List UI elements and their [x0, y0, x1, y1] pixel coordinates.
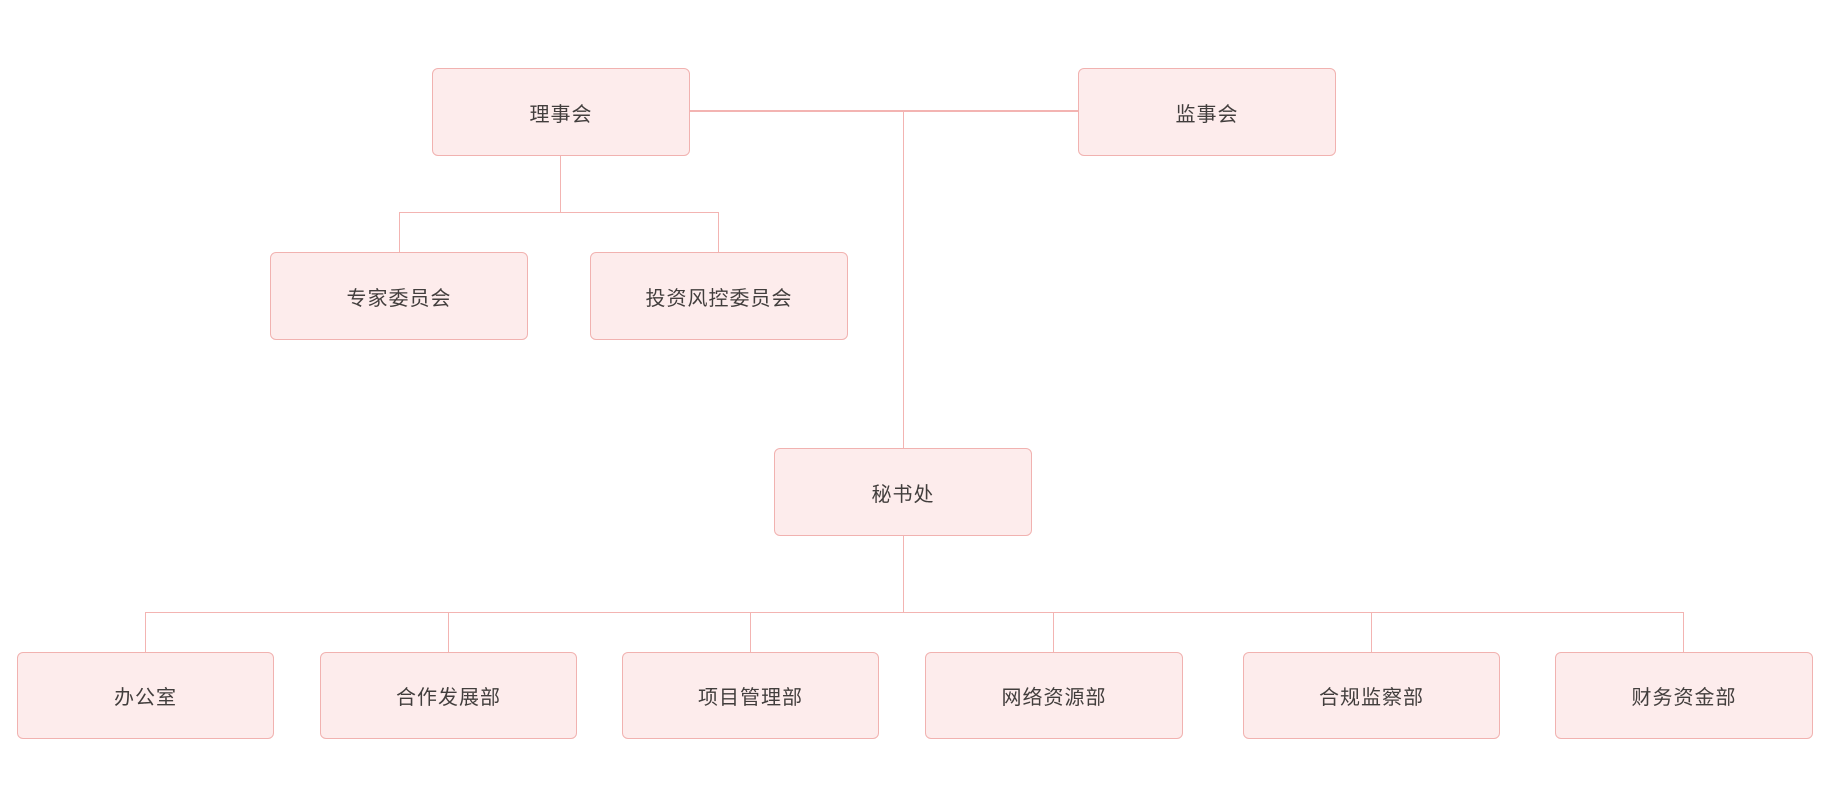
- node-investment-risk-control-committee-label: 投资风控委员会: [645, 287, 793, 310]
- node-network-resources-dept[interactable]: 网络资源部: [925, 652, 1183, 739]
- connector-drop-compliance-dept: [1371, 612, 1372, 652]
- node-cooperation-development-dept[interactable]: 合作发展部: [320, 652, 577, 739]
- connector-board-supervisory: [690, 110, 1078, 112]
- node-finance-funds-dept[interactable]: 财务资金部: [1555, 652, 1813, 739]
- node-secretariat[interactable]: 秘书处: [774, 448, 1032, 536]
- node-expert-committee-label: 专家委员会: [346, 287, 452, 310]
- node-board-of-directors[interactable]: 理事会: [432, 68, 690, 156]
- node-supervisory-board-label: 监事会: [1175, 103, 1239, 126]
- node-expert-committee[interactable]: 专家委员会: [270, 252, 528, 340]
- node-board-of-directors-label: 理事会: [529, 103, 593, 126]
- connector-secretariat-down: [903, 536, 904, 612]
- connector-drop-network-dept: [1053, 612, 1054, 652]
- node-project-management-dept-label: 项目管理部: [698, 687, 803, 709]
- connector-trunk-to-secretariat: [903, 111, 904, 448]
- node-secretariat-label: 秘书处: [871, 483, 935, 506]
- node-compliance-supervision-dept[interactable]: 合规监察部: [1243, 652, 1500, 739]
- connector-board-down: [560, 156, 561, 212]
- node-office-label: 办公室: [114, 687, 177, 709]
- connector-drop-finance-dept: [1683, 612, 1684, 652]
- node-finance-funds-dept-label: 财务资金部: [1631, 687, 1737, 709]
- connector-department-branch: [145, 612, 1684, 613]
- node-project-management-dept[interactable]: 项目管理部: [622, 652, 879, 739]
- node-investment-risk-control-committee[interactable]: 投资风控委员会: [590, 252, 848, 340]
- connector-drop-cooperation-dept: [448, 612, 449, 652]
- node-supervisory-board[interactable]: 监事会: [1078, 68, 1336, 156]
- node-office[interactable]: 办公室: [17, 652, 274, 739]
- connector-drop-project-dept: [750, 612, 751, 652]
- node-compliance-supervision-dept-label: 合规监察部: [1319, 687, 1424, 709]
- node-network-resources-dept-label: 网络资源部: [1001, 687, 1107, 709]
- node-cooperation-development-dept-label: 合作发展部: [396, 687, 501, 709]
- connector-committee-branch: [399, 212, 719, 213]
- connector-drop-office: [145, 612, 146, 652]
- connector-drop-expert-committee: [399, 212, 400, 252]
- connector-drop-risk-committee: [718, 212, 719, 252]
